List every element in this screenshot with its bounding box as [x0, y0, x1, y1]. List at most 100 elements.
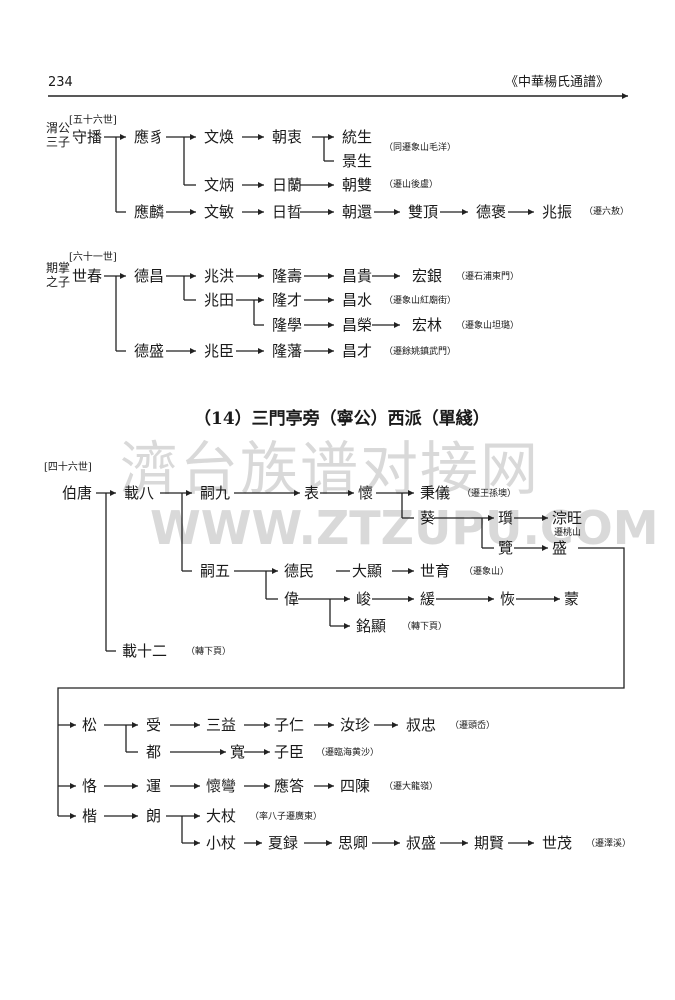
person-name: 朗 [146, 807, 162, 825]
arrow-head [408, 568, 414, 574]
generation-label: [六十一世] [69, 252, 117, 263]
person-name: 嗣五 [200, 562, 231, 580]
person-name: 景生 [342, 152, 373, 170]
arrow-head [394, 840, 400, 846]
person-name: 德盛 [134, 342, 165, 360]
migration-note: （遷山後盧） [384, 180, 439, 190]
arrow-head [110, 490, 116, 496]
migration-note: （遷象山） [464, 567, 510, 577]
person-name: 寬 [230, 743, 246, 761]
arrow-head [194, 840, 200, 846]
person-name: 運 [146, 777, 162, 795]
person-name: 期賢 [474, 834, 505, 852]
person-name: 德褒 [476, 203, 507, 221]
arrow-head [488, 596, 494, 602]
continued-note: （轉下頁） [402, 622, 448, 632]
person-name: 蒙 [564, 590, 580, 608]
person-name: 朝衷 [272, 128, 303, 146]
arrow-head [258, 182, 264, 188]
arrow-head [328, 722, 334, 728]
person-name: 大杖 [206, 807, 237, 825]
arrow-head [70, 783, 76, 789]
person-name: 兆田 [204, 291, 235, 309]
arrow-head [328, 273, 334, 279]
person-name: 叔盛 [406, 834, 437, 852]
person-name: 葵 [420, 509, 436, 527]
person-name: 子臣 [274, 743, 305, 761]
arrow-head [190, 348, 196, 354]
arrow-head [194, 783, 200, 789]
side-note: 渭公 [46, 121, 71, 135]
section-title: （14）三門亭旁（寧公）西派（單綫） [194, 409, 490, 429]
arrow-head [528, 209, 534, 215]
person-name: 日蘭 [272, 176, 303, 194]
person-name: 昌水 [342, 291, 373, 309]
person-name: 文炳 [204, 176, 235, 194]
book-title: 《中華楊氏通譜》 [505, 75, 610, 90]
person-name: 叔忠 [406, 716, 437, 734]
generation-label: [五十六世] [69, 115, 117, 126]
person-name: 秉儀 [420, 484, 451, 502]
side-note: 三子 [46, 135, 71, 149]
arrow-head [258, 209, 264, 215]
arrow-head [256, 840, 262, 846]
person-name: 世育 [420, 562, 451, 580]
person-name: 守播 [72, 128, 103, 146]
person-name: 偉 [284, 590, 300, 608]
person-name: 應豸 [134, 128, 165, 146]
migration-note: （遷餘姚鎮武門） [384, 347, 457, 357]
arrow-head [528, 840, 534, 846]
person-name: 子仁 [274, 716, 305, 734]
person-name: 小杖 [206, 834, 237, 852]
person-name: 隆壽 [272, 267, 303, 285]
person-name: 隆才 [272, 291, 303, 309]
arrow-head [258, 297, 264, 303]
generation-label: [四十六世] [44, 462, 92, 473]
arrow-head [344, 623, 350, 629]
migration-note: （遷象山紅廟街） [384, 296, 457, 306]
arrow-head [264, 783, 270, 789]
arrow-head [328, 348, 334, 354]
person-name: 宏林 [412, 316, 443, 334]
arrow-head [394, 209, 400, 215]
arrow-head [328, 209, 334, 215]
person-name: 大顯 [352, 562, 383, 580]
arrow-head [542, 545, 548, 551]
migration-note: 遷桃山 [554, 528, 582, 538]
arrow-head [264, 722, 270, 728]
migration-note: （遷王孫墺） [462, 489, 517, 499]
person-name: 緩 [420, 590, 436, 608]
arrow-head [328, 297, 334, 303]
migration-note: （率八子遷廣東） [250, 812, 323, 822]
arrow-head [542, 515, 548, 521]
person-name: 宏銀 [412, 267, 443, 285]
person-name: 懷 [358, 484, 374, 502]
arrow-head [264, 749, 270, 755]
arrow-head [394, 273, 400, 279]
arrow-head [348, 490, 354, 496]
arrow-head [326, 840, 332, 846]
watermark-url: WWW.ZTZUPU.COM [150, 501, 659, 555]
person-name: 三益 [206, 716, 237, 734]
person-name: 日晢 [272, 203, 303, 221]
person-name: 恢 [500, 590, 516, 608]
person-name: 兆振 [542, 203, 573, 221]
arrow-head [190, 134, 196, 140]
person-name: 兆洪 [204, 267, 235, 285]
person-name: 昌榮 [342, 316, 373, 334]
person-name: 隆藩 [272, 342, 303, 360]
person-name: 覽 [498, 539, 514, 557]
arrow-head [190, 209, 196, 215]
arrow-head [258, 134, 264, 140]
arrow-head [294, 490, 300, 496]
arrow-head [70, 813, 76, 819]
person-name: 楷 [82, 807, 98, 825]
person-name: 伯唐 [62, 484, 93, 502]
migration-note: （遷澤溪） [586, 839, 632, 849]
person-name: 銘顯 [356, 617, 387, 635]
person-name: 四陳 [340, 777, 371, 795]
person-name: 世春 [72, 267, 103, 285]
watermark-cn: 濟台族谱对接网 [120, 435, 541, 503]
person-name: 朝還 [342, 203, 373, 221]
